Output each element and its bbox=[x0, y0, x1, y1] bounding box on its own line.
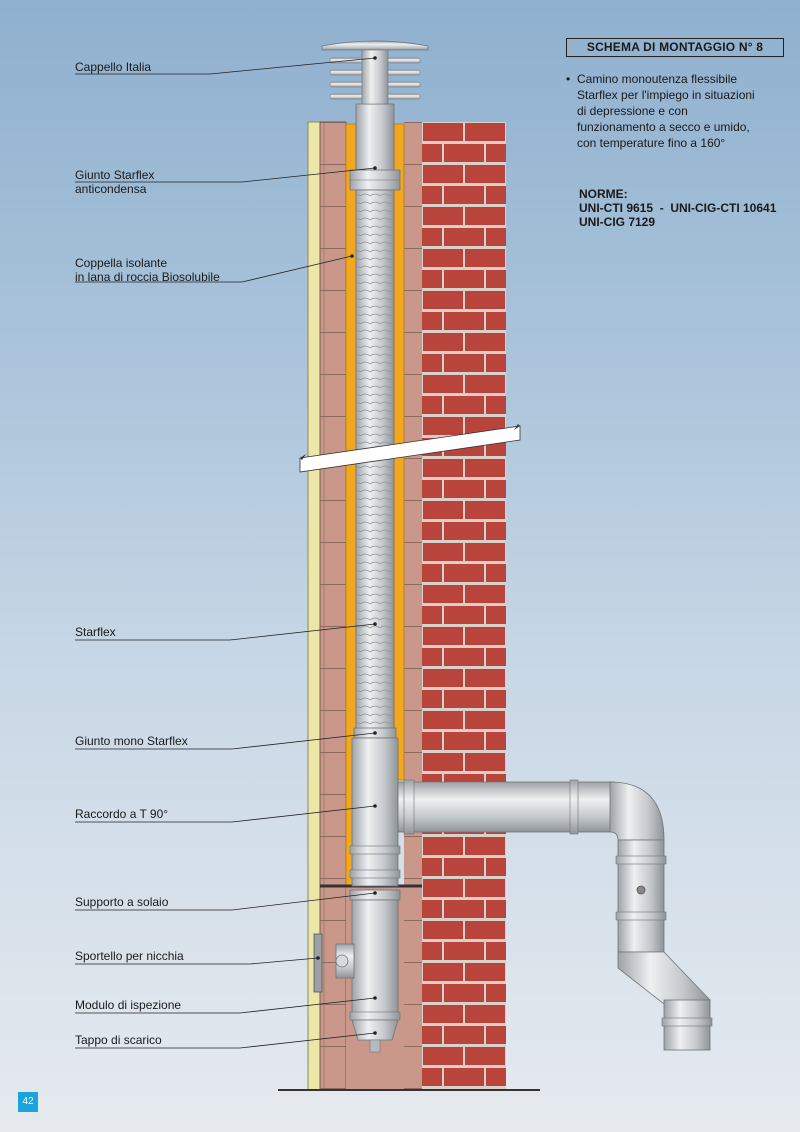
label-giunto-mono-starflex: Giunto mono Starflex bbox=[75, 734, 188, 748]
label-cappello-italia: Cappello Italia bbox=[75, 60, 152, 74]
top-pipe bbox=[355, 103, 395, 177]
schema-title: SCHEMA DI MONTAGGIO N° 8 bbox=[566, 38, 784, 57]
tappo-scarico bbox=[351, 1019, 399, 1041]
norme-block: NORME: UNI-CTI 9615 - UNI-CIG-CTI 10641 … bbox=[579, 187, 776, 229]
leader-lines bbox=[75, 57, 376, 1049]
norme-heading: NORME: bbox=[579, 187, 628, 201]
label-modulo-di-ispezione: Modulo di ispezione bbox=[75, 998, 182, 1012]
elbow-top bbox=[609, 781, 665, 841]
inner-wall-right bbox=[404, 122, 422, 1090]
description: • Camino monoutenza flessibile Starflex … bbox=[566, 71, 786, 151]
brick-wall-lower bbox=[422, 832, 506, 1090]
description-line: Camino monoutenza flessibile bbox=[577, 72, 738, 86]
description-line: di depressione e con bbox=[577, 104, 688, 118]
inner-wall-left bbox=[319, 121, 347, 1091]
modulo-ispezione bbox=[351, 899, 399, 1021]
page-number: 42 bbox=[18, 1092, 38, 1112]
label-raccordo-t-90: Raccordo a T 90° bbox=[75, 807, 169, 821]
elbow-bottom bbox=[617, 951, 711, 1005]
description-line: Starflex per l'impiego in situazioni bbox=[577, 88, 755, 102]
leader-dots bbox=[316, 56, 377, 1035]
norme-line: UNI-CTI 9615 - UNI-CIG-CTI 10641 bbox=[579, 201, 777, 215]
label-supporto-a-solaio: Supporto a solaio bbox=[75, 895, 169, 909]
inspection-plug bbox=[636, 885, 646, 895]
description-bullet: • bbox=[566, 72, 571, 86]
break-symbol bbox=[299, 424, 521, 473]
label-starflex: Starflex bbox=[75, 625, 116, 639]
raccordo-t-vertical bbox=[351, 737, 399, 887]
horizontal-connector bbox=[397, 781, 615, 833]
cappello-italia-cap bbox=[321, 40, 429, 105]
sportello-nicchia bbox=[313, 933, 323, 993]
description-line: con temperature fino a 160° bbox=[577, 136, 726, 150]
description-line: funzionamento a secco e umido, bbox=[577, 120, 750, 134]
norme-line: UNI-CIG 7129 bbox=[579, 215, 656, 229]
label-tappo-di-scarico: Tappo di scarico bbox=[75, 1033, 162, 1047]
label-sportello-per-nicchia: Sportello per nicchia bbox=[75, 949, 184, 963]
